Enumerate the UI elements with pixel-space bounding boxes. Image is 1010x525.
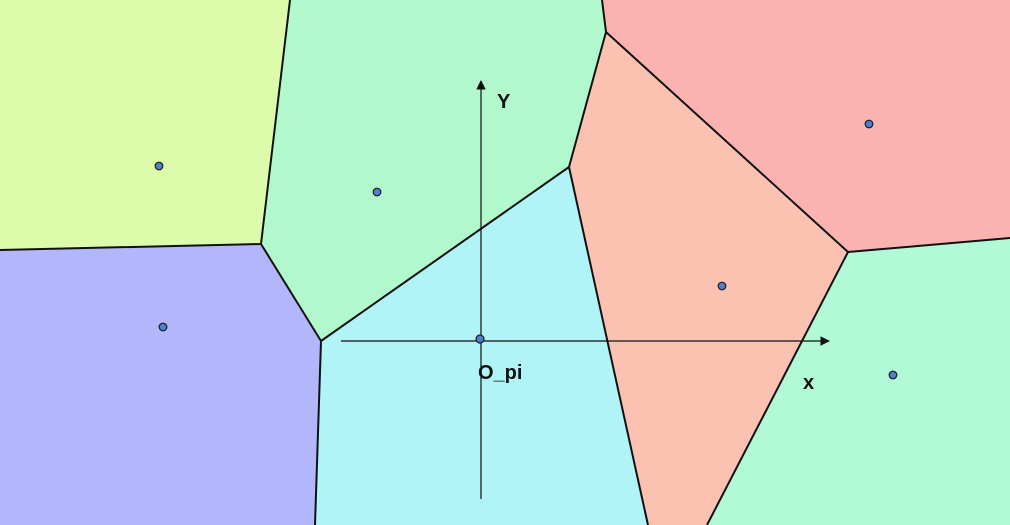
cell-center-right bbox=[569, 32, 848, 525]
voronoi-sites bbox=[154, 119, 898, 380]
edge-center-right-down bbox=[568, 166, 649, 525]
edge-right-down bbox=[706, 251, 849, 525]
site-point bbox=[717, 281, 727, 291]
x-axis-label: x bbox=[803, 372, 814, 394]
site-point bbox=[158, 322, 168, 332]
cell-top-center bbox=[261, 0, 606, 341]
cell-bottom-left bbox=[0, 244, 321, 525]
origin-point bbox=[475, 334, 485, 344]
edge-center-diagonal bbox=[320, 0, 607, 342]
cell-top-right bbox=[602, 0, 1010, 252]
cell-top-left bbox=[0, 0, 290, 250]
origin-label: O_pi bbox=[478, 362, 522, 384]
site-point bbox=[154, 161, 164, 171]
site-point bbox=[888, 370, 898, 380]
cell-bottom-right bbox=[707, 238, 1010, 525]
site-point bbox=[372, 187, 382, 197]
axes bbox=[341, 80, 830, 499]
site-point bbox=[864, 119, 874, 129]
y-axis-label: Y bbox=[497, 91, 511, 113]
